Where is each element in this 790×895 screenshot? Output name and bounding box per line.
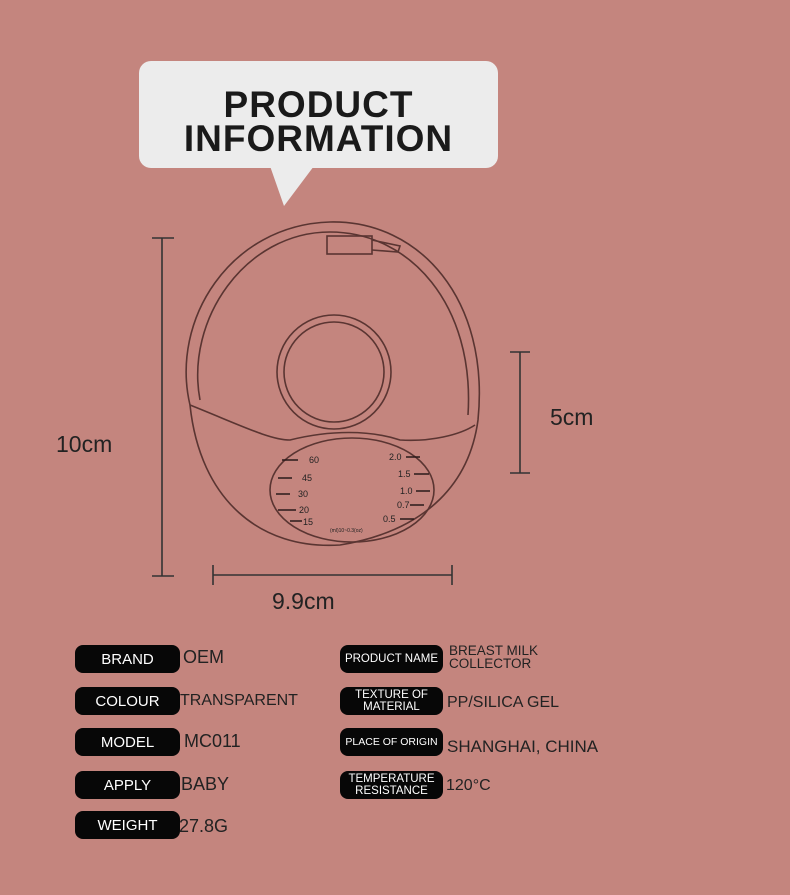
width-label: 9.9cm: [272, 588, 335, 614]
scale-ticks: [276, 456, 430, 522]
product-diagram: 60 45 30 20 15 2.0 1.5 1.0 0.7 0.5 (ml)1…: [152, 221, 530, 585]
scale-ml-60: 60: [309, 455, 319, 465]
pour-spout: [326, 235, 373, 255]
scale-ml-20: 20: [299, 505, 309, 515]
scale-ml-15: 15: [303, 517, 313, 527]
spec-label-weight: WEIGHT: [75, 811, 180, 839]
nipple-opening: [276, 314, 392, 430]
scale-oz-0.7: 0.7: [397, 500, 410, 510]
bubble-tail: [270, 166, 314, 206]
title-bubble: [139, 61, 498, 168]
height-label: 10cm: [56, 431, 113, 457]
inner-diameter-label: 5cm: [550, 404, 594, 430]
spec-value-brand: OEM: [183, 647, 225, 667]
spec-label-temperature: TEMPERATURE RESISTANCE: [340, 771, 443, 799]
title-line-1: PRODUCT: [223, 84, 414, 125]
reservoir-divider: [189, 404, 476, 442]
spec-value-temperature: 120°C: [446, 777, 491, 794]
scale-ml-30: 30: [298, 489, 308, 499]
spec-value-product-name: BREAST MILK COLLECTOR: [449, 643, 539, 671]
scale-oz-1.5: 1.5: [398, 469, 411, 479]
spec-value-texture: PP/SILICA GEL: [447, 694, 560, 711]
spec-value-colour: TRANSPARENT: [180, 692, 298, 709]
spec-value-apply: BABY: [181, 774, 230, 794]
scale-ml-45: 45: [302, 473, 312, 483]
spec-label-apply: APPLY: [75, 771, 180, 799]
scale-caption: (ml)10~0.3(oz): [330, 528, 363, 534]
measurement-window: [269, 437, 435, 543]
spec-label-product-name: PRODUCT NAME: [340, 645, 443, 673]
collector-inner-rim: [196, 231, 470, 416]
spec-label-brand: BRAND: [75, 645, 180, 673]
title-line-2: INFORMATION: [183, 118, 454, 159]
spec-value-model: MC011: [184, 731, 241, 751]
collector-outer-shell: [185, 221, 481, 547]
spec-value-origin: SHANGHAI, CHINA: [447, 737, 599, 756]
scale-oz-1.0: 1.0: [400, 486, 413, 496]
scale-oz-0.5: 0.5: [383, 514, 396, 524]
spec-label-texture: TEXTURE OF MATERIAL: [340, 687, 443, 715]
scale-oz-2.0: 2.0: [389, 452, 402, 462]
spec-label-model: MODEL: [75, 728, 180, 756]
spec-label-origin: PLACE OF ORIGIN: [340, 728, 443, 756]
spec-value-weight: 27.8G: [179, 816, 229, 836]
page-title: PRODUCT INFORMATION: [139, 84, 498, 159]
spec-label-colour: COLOUR: [75, 687, 180, 715]
